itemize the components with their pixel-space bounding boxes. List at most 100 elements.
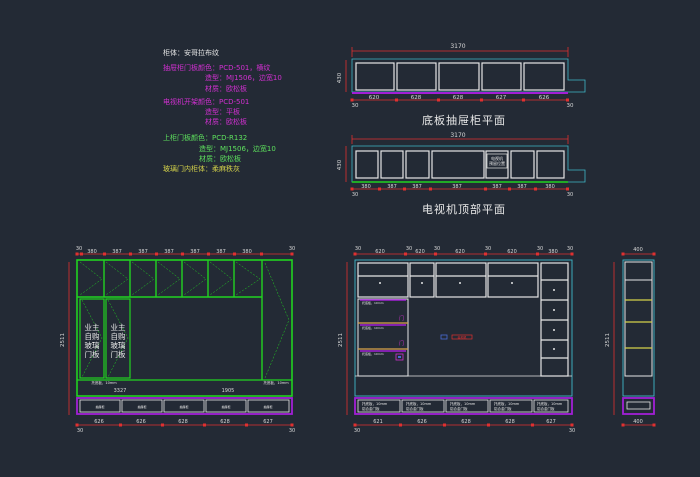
glass-door-1-line-2: 自购 — [85, 331, 100, 341]
dim-tv-7: 380 — [545, 184, 555, 190]
dim-bp-end-r: 30 — [567, 103, 574, 109]
dim-mt-6: 620 — [455, 249, 465, 255]
note-tv-material: 材质：欧松板 — [205, 118, 247, 127]
mid-drawer-1a: 托底板，10mm — [362, 401, 388, 406]
mid-drawer-2a: 托底板，10mm — [406, 401, 432, 406]
dim-lb-1: 626 — [94, 419, 104, 425]
glass-door-1-line-4: 门板 — [85, 349, 100, 359]
mid-shelf-note-1: 托底板，10mm — [362, 300, 384, 305]
dim-mt-1: 30 — [355, 246, 361, 252]
dim-mt-2: 620 — [375, 249, 385, 255]
dim-left-height: 2511 — [60, 333, 66, 347]
note-upper-shape: 造型：MJ1506，边宽10 — [199, 144, 276, 153]
dim-lb-2: 626 — [136, 419, 146, 425]
dim-tv-2: 387 — [387, 184, 397, 190]
note-glass: 玻璃门内柜体：柔麻秩灰 — [163, 165, 240, 174]
tv-box-label-1: 电视机 — [491, 155, 503, 161]
dim-left-span-b: 1905 — [222, 388, 235, 394]
glass-door-2-line-2: 自购 — [111, 331, 126, 341]
left-drawer-3: 抽屉柜 — [179, 404, 188, 409]
dim-lt-7: 387 — [216, 249, 226, 255]
mid-shelf-note-2: 托底板，10mm — [362, 325, 384, 330]
middle-elevation: 30 620 30 620 30 620 30 620 30 380 30 25… — [338, 246, 575, 434]
note-drawer-color: 抽屉柜门板颜色：PCD-501，横纹 — [163, 64, 271, 73]
dim-bp-5: 626 — [539, 95, 550, 101]
glass-door-1-line-3: 玻璃 — [85, 340, 100, 350]
dim-lb-end-r: 30 — [289, 428, 295, 434]
dim-tv-5: 387 — [492, 184, 502, 190]
left-drawer-4: 抽屉柜 — [221, 404, 230, 409]
title-tv-top-plan: 电视机顶部平面 — [422, 203, 506, 216]
bottom-plan: 3170 430 620 628 628 627 626 30 30 — [337, 43, 586, 109]
note-tv-shape: 造型：平板 — [205, 108, 240, 117]
pink-tag-1: 门 — [399, 315, 404, 322]
material-notes: 柜体：安哥拉布纹 抽屉柜门板颜色：PCD-501，横纹 造型：MJ1506，边宽… — [163, 48, 282, 174]
dim-mb-3: 628 — [461, 419, 471, 425]
dim-mt-7: 30 — [485, 246, 491, 252]
dim-side-height: 2511 — [605, 333, 611, 347]
dim-mt-10: 380 — [548, 249, 558, 255]
note-upper-color: 上柜门板颜色：PCD-R132 — [163, 134, 248, 143]
tv-mark: 电视机 — [457, 335, 466, 340]
dim-lt-2: 380 — [87, 249, 97, 255]
dim-lt-9: 30 — [289, 246, 295, 252]
dim-mb-2: 626 — [417, 419, 427, 425]
mid-drawer-5b: 铝合金门板 — [537, 406, 555, 411]
left-note-b: 托底板，10mm — [263, 380, 289, 385]
mid-drawer-2b: 铝合金门板 — [406, 406, 424, 411]
note-tv-color: 电视机开架颜色：PCD-501 — [163, 97, 250, 106]
dim-side-bottom: 400 — [633, 419, 643, 425]
dim-mt-8: 620 — [507, 249, 517, 255]
dim-tv-end-l: 30 — [352, 192, 358, 198]
dim-bp-end-l: 30 — [352, 103, 359, 109]
dim-lt-3: 387 — [112, 249, 122, 255]
side-section: 400 2511 400 — [605, 247, 656, 427]
mid-drawer-4b: 铝合金门板 — [494, 406, 512, 411]
dim-lb-3: 628 — [178, 419, 188, 425]
dim-lb-4: 628 — [220, 419, 230, 425]
dim-mb-5: 627 — [546, 419, 556, 425]
dim-mt-5: 30 — [434, 246, 440, 252]
dim-tv-end-r: 30 — [567, 192, 573, 198]
dim-bottom-depth: 430 — [337, 72, 343, 83]
glass-door-2-line-1: 业主 — [111, 322, 126, 332]
glass-door-2-line-4: 门板 — [111, 349, 126, 359]
glass-door-2-line-3: 玻璃 — [111, 340, 126, 350]
pink-tag-2: 门 — [399, 340, 404, 347]
dim-tv-4: 387 — [452, 184, 462, 190]
tv-box-label-2: 预留位置 — [489, 160, 505, 166]
tv-top-plan: 3170 430 电视机 预留位置 380 387 387 387 387 38… — [337, 132, 586, 198]
mid-drawer-3b: 铝合金门板 — [450, 406, 468, 411]
left-note-a: 托底板，10mm — [91, 380, 117, 385]
dim-lt-6: 387 — [190, 249, 200, 255]
left-drawer-1: 抽屉柜 — [95, 404, 104, 409]
left-drawer-5: 抽屉柜 — [263, 404, 272, 409]
note-drawer-shape: 造型：MJ1506，边宽10 — [205, 74, 282, 83]
dim-mb-4: 628 — [505, 419, 515, 425]
dim-bottom-total: 3170 — [450, 43, 465, 50]
dim-mt-4: 620 — [415, 249, 425, 255]
dim-lt-5: 387 — [164, 249, 174, 255]
mid-drawer-1b: 铝合金门板 — [362, 406, 380, 411]
dim-tv-3: 387 — [412, 184, 422, 190]
mid-drawer-3a: 托底板，10mm — [450, 401, 476, 406]
dim-bp-1: 620 — [369, 95, 380, 101]
note-drawer-material: 材质：欧松板 — [205, 84, 247, 93]
dim-mb-1: 621 — [373, 419, 383, 425]
dim-lt-4: 387 — [138, 249, 148, 255]
dim-lb-5: 627 — [263, 419, 273, 425]
dim-lb-end-l: 30 — [77, 428, 83, 434]
dim-bp-3: 628 — [453, 95, 464, 101]
dim-lt-1: 30 — [76, 246, 82, 252]
dim-mt-3: 30 — [406, 246, 412, 252]
dim-mt-9: 30 — [537, 246, 543, 252]
mid-drawer-5a: 托底板，10mm — [537, 401, 563, 406]
dim-mb-end-l: 30 — [354, 428, 360, 434]
title-bottom-plan: 底板抽屉柜平面 — [422, 114, 506, 127]
left-drawer-2: 抽屉柜 — [137, 404, 146, 409]
dim-mt-11: 30 — [567, 246, 573, 252]
mid-shelf-note-3: 托底板，10mm — [362, 351, 384, 356]
dim-tv-total: 3170 — [450, 132, 465, 139]
note-heading: 柜体：安哥拉布纹 — [163, 49, 219, 57]
